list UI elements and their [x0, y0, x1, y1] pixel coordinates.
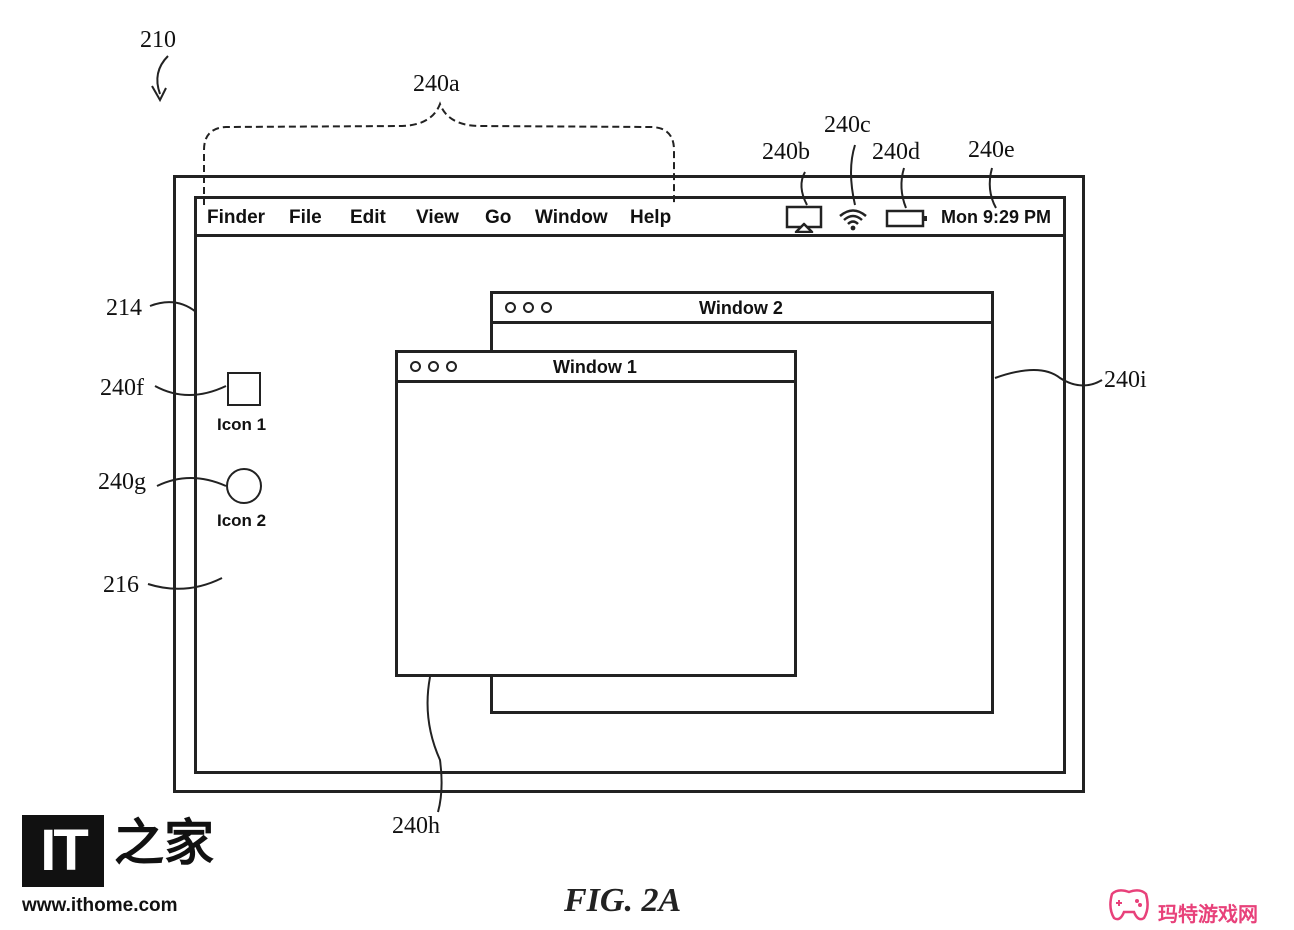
desktop-circle-icon[interactable]: [226, 468, 262, 504]
ref-216: 216: [103, 572, 139, 598]
window-2-title: Window 2: [699, 298, 783, 318]
game-site-watermark: 玛特游戏网: [1158, 904, 1258, 926]
menu-bar: Finder File Edit View Go Window Help Mon…: [197, 199, 1063, 237]
ref-240i-leader: [994, 369, 1103, 387]
window-1-close-icon[interactable]: [410, 361, 421, 372]
ref-240e-leader: [988, 167, 997, 209]
window-2-minimize-icon[interactable]: [523, 302, 534, 313]
ref-240b-leader: [800, 171, 808, 206]
menu-item-window[interactable]: Window: [535, 207, 608, 228]
ref-240f: 240f: [100, 375, 144, 401]
menu-item-edit[interactable]: Edit: [350, 207, 386, 228]
window-1-zoom-icon[interactable]: [446, 361, 457, 372]
ref-240c: 240c: [824, 112, 871, 138]
window-2-titlebar[interactable]: Window 2: [493, 294, 991, 324]
brace-240a: [203, 101, 675, 205]
ref-240e: 240e: [968, 137, 1015, 163]
window-2-close-icon[interactable]: [505, 302, 516, 313]
menu-item-file[interactable]: File: [289, 207, 322, 228]
ref-214: 214: [106, 295, 142, 321]
menu-item-finder[interactable]: Finder: [207, 207, 266, 228]
menu-item-view[interactable]: View: [416, 207, 459, 228]
window-1[interactable]: Window 1: [395, 350, 797, 677]
battery-icon[interactable]: [885, 209, 929, 229]
ref-210-arrowhead: [151, 85, 167, 103]
menu-item-help[interactable]: Help: [630, 207, 672, 228]
ref-240g-leader: [156, 477, 227, 487]
ref-240f-leader: [154, 385, 227, 396]
ref-240b: 240b: [762, 139, 810, 165]
ref-240i: 240i: [1104, 367, 1147, 393]
ref-240a: 240a: [413, 71, 460, 97]
ref-240d-leader: [900, 167, 907, 209]
desktop-icon-2-label[interactable]: Icon 2: [217, 511, 267, 530]
ref-240c-leader: [850, 144, 856, 206]
window-1-minimize-icon[interactable]: [428, 361, 439, 372]
desktop-square-icon[interactable]: [227, 372, 261, 406]
airplay-icon[interactable]: [785, 205, 823, 233]
ref-240h-leader: [426, 676, 443, 813]
ithome-logo-cn: 之家: [114, 815, 214, 871]
ref-216-leader: [147, 577, 223, 590]
ref-240g: 240g: [98, 469, 146, 495]
menu-clock[interactable]: Mon 9:29 PM: [941, 207, 1052, 227]
screen-214: [194, 196, 1066, 774]
ref-210-leader: [156, 55, 169, 95]
desktop-icon-1-label[interactable]: Icon 1: [217, 415, 267, 434]
window-2-zoom-icon[interactable]: [541, 302, 552, 313]
window-1-title: Window 1: [553, 357, 637, 377]
ithome-logo: IT: [22, 815, 104, 887]
device-frame: [173, 175, 1085, 793]
ref-240h: 240h: [392, 813, 440, 839]
menu-item-go[interactable]: Go: [485, 207, 512, 228]
ref-210: 210: [140, 27, 176, 53]
ref-240d: 240d: [872, 139, 920, 165]
wifi-icon[interactable]: [837, 205, 869, 233]
figure-caption: FIG. 2A: [564, 882, 682, 919]
ref-214-leader: [149, 301, 197, 313]
gamepad-icon: [1109, 889, 1149, 921]
ithome-url: www.ithome.com: [22, 895, 178, 916]
ithome-logo-text: IT: [40, 818, 89, 883]
window-1-titlebar[interactable]: Window 1: [398, 353, 794, 383]
